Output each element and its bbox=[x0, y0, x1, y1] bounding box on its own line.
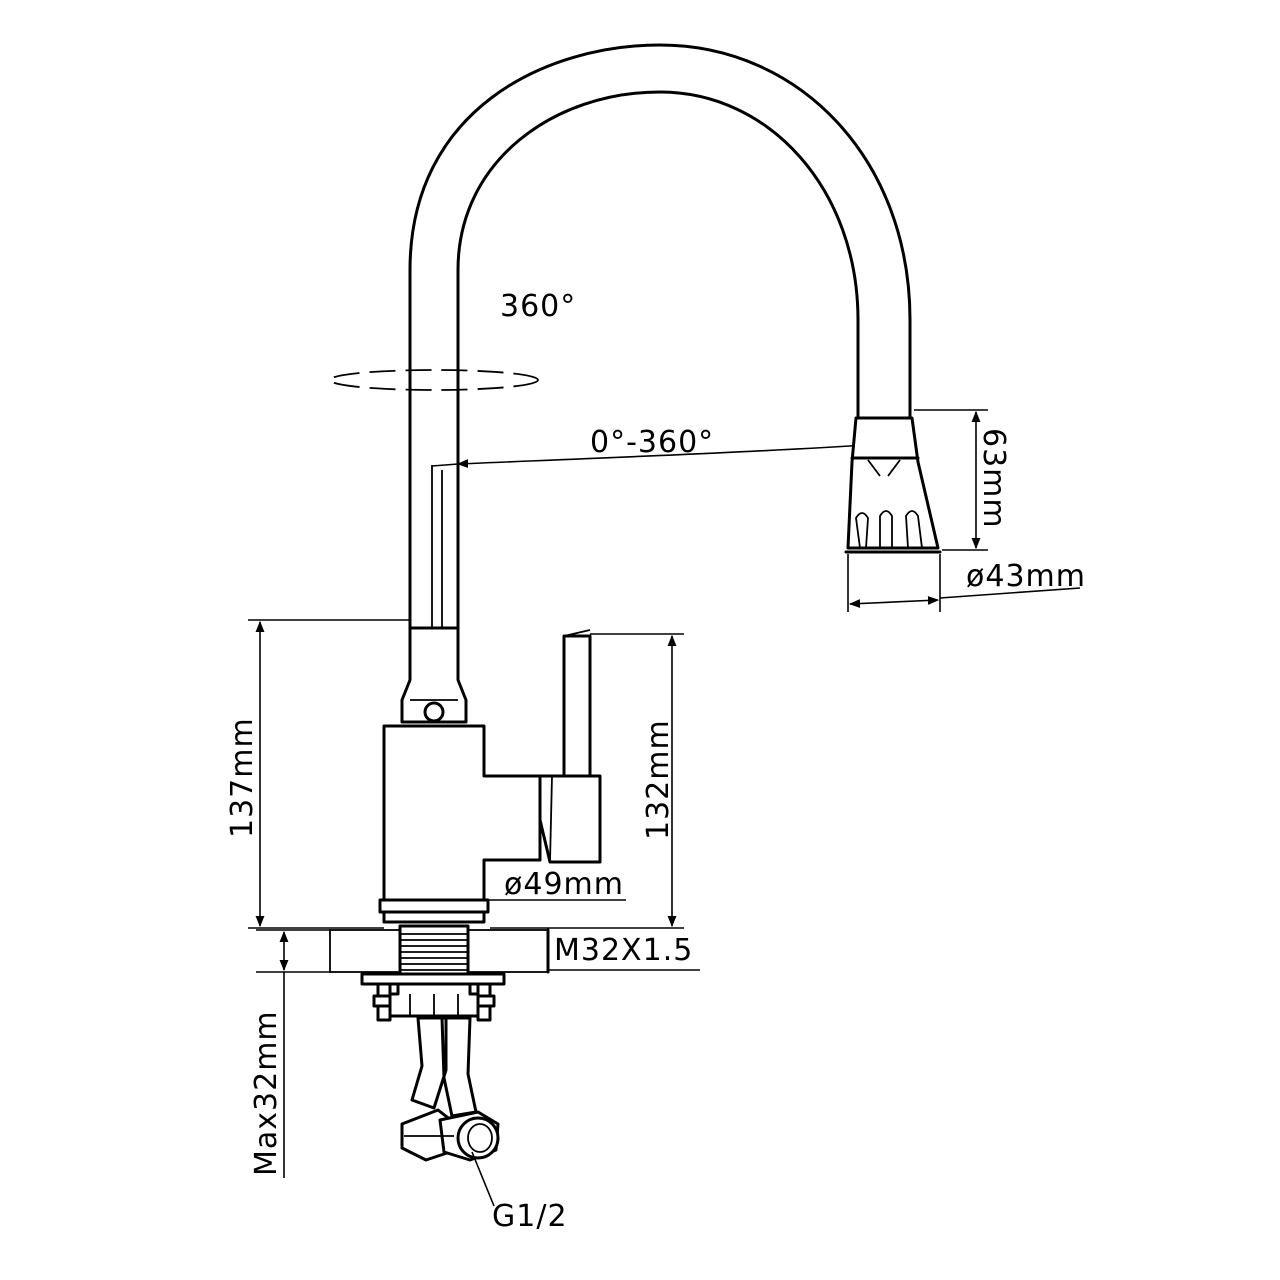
sprayer-head bbox=[844, 416, 942, 554]
spout bbox=[408, 43, 912, 630]
connector-leader bbox=[471, 1151, 495, 1207]
body-height-dimension bbox=[248, 619, 410, 929]
max-thickness-label: Max32mm bbox=[249, 1010, 284, 1176]
body-height-label: 137mm bbox=[225, 717, 260, 838]
body-diameter-label: ø49mm bbox=[504, 867, 624, 902]
max-thickness-dimension bbox=[256, 929, 330, 1178]
sprayer-height-dimension bbox=[914, 409, 988, 551]
handle-height-label: 132mm bbox=[641, 719, 676, 840]
faucet-body bbox=[378, 626, 602, 924]
sprayer-height-label: 63mm bbox=[976, 428, 1011, 529]
pullout-hose bbox=[431, 443, 883, 628]
handle-height-dimension bbox=[490, 633, 684, 929]
sprayer-diameter-label: ø43mm bbox=[966, 559, 1086, 594]
sprayer-rotation-label: 0°-360° bbox=[590, 425, 714, 460]
supply-hoses bbox=[400, 1016, 500, 1162]
connector-label: G1/2 bbox=[492, 1199, 568, 1234]
sprayer-diameter-dimension bbox=[847, 554, 1081, 612]
threaded-shank bbox=[360, 924, 506, 1022]
spout-rotation-indicator bbox=[329, 364, 539, 396]
thread-label: M32X1.5 bbox=[554, 933, 693, 968]
spout-rotation-label: 360° bbox=[500, 289, 576, 324]
